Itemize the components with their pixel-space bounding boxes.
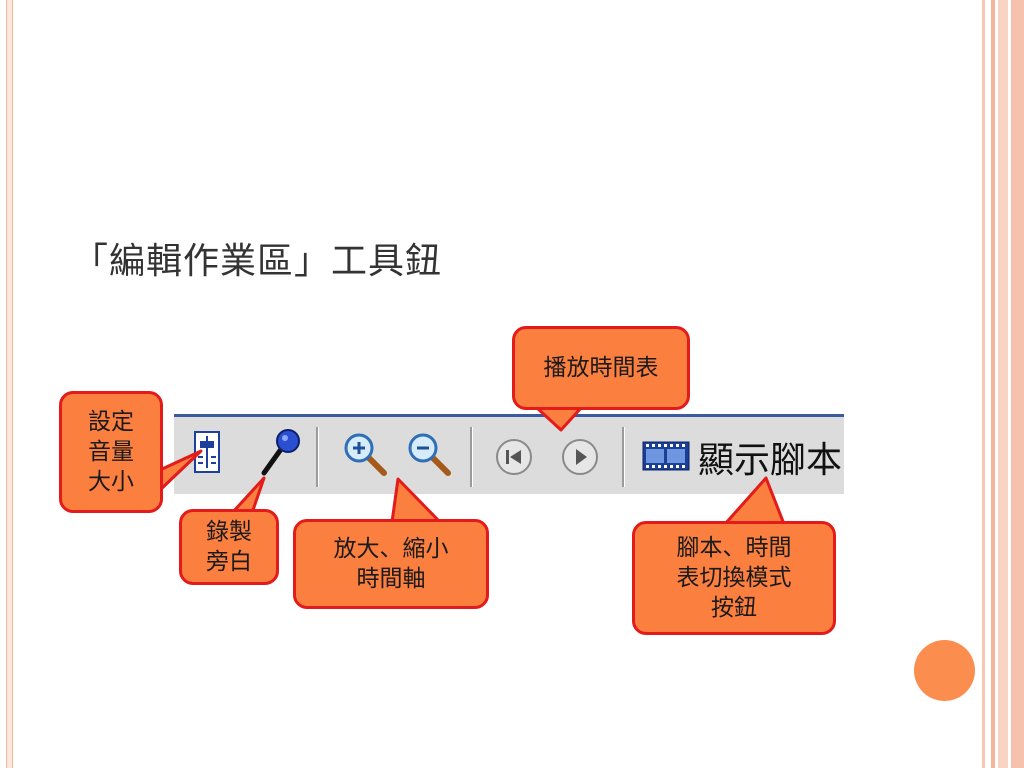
decorative-dot [914, 640, 975, 701]
volume-slider-icon[interactable] [194, 431, 220, 477]
film-strip-icon[interactable] [642, 441, 690, 475]
callout-record-narration: 錄製 旁白 [179, 509, 279, 585]
toolbar-separator [622, 427, 625, 487]
toolbar-separator [470, 427, 473, 487]
callout-zoom-timeline: 放大、縮小 時間軸 [293, 519, 489, 609]
callout-set-volume: 設定 音量 大小 [59, 391, 163, 513]
editing-workspace-toolbar: 顯示腳本 [174, 414, 844, 494]
slide-frame-right [982, 0, 1024, 768]
show-script-button[interactable]: 顯示腳本 [698, 440, 843, 481]
rewind-icon[interactable] [494, 437, 534, 481]
slide-frame-left [6, 0, 13, 768]
page-title: 「編輯作業區」工具鈕 [72, 241, 443, 282]
play-icon[interactable] [560, 437, 600, 481]
zoom-in-icon[interactable] [342, 431, 388, 481]
callout-play-timeline: 播放時間表 [512, 326, 690, 410]
callout-script-timeline-toggle: 腳本、時間 表切換模式 按鈕 [632, 521, 836, 635]
zoom-out-icon[interactable] [406, 431, 452, 481]
toolbar-separator [316, 427, 319, 487]
microphone-icon[interactable] [256, 427, 302, 481]
